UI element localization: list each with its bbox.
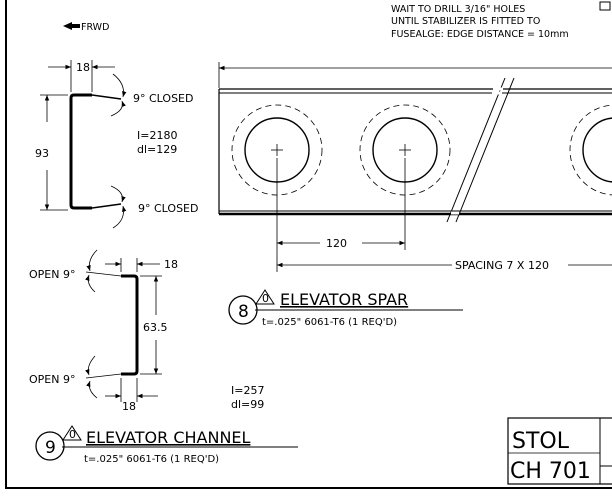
channel-section [85, 249, 162, 402]
part-8-label [228, 289, 463, 325]
forward-label: FRWD [81, 22, 109, 33]
hole-spacing-dim: 120 [326, 237, 347, 250]
channel-flange-top-dim: 18 [164, 258, 178, 271]
drill-note-line-2: UNTIL STABILIZER IS FITTED TO [391, 16, 540, 27]
drill-note-line-3: FUSEALGE: EDGE DISTANCE = 10mm [391, 29, 569, 40]
channel-height-dim: 63.5 [143, 321, 168, 334]
part-9-title: ELEVATOR CHANNEL [86, 428, 251, 447]
title-block [507, 417, 612, 485]
part-8-revision: 0 [262, 292, 269, 305]
part-9-label [35, 425, 298, 461]
title-block-line-2: CH 701 [510, 459, 591, 484]
part-8-spec: t=.025" 6061-T6 (1 REQ'D) [262, 317, 397, 328]
spar-height-dim: 93 [35, 147, 49, 160]
sheet-border [5, 0, 612, 489]
lightening-hole-3 [569, 104, 612, 196]
part-9-spec: t=.025" 6061-T6 (1 REQ'D) [84, 454, 219, 465]
spar-view [218, 62, 612, 223]
part-9-number: 9 [45, 438, 56, 458]
drill-note: WAIT TO DRILL 3/16" HOLES UNTIL STABILIZ… [391, 4, 569, 40]
hole-spacing-dims [276, 158, 612, 272]
channel-inertia: I=257 [231, 384, 264, 397]
spacing-label: SPACING 7 X 120 [455, 259, 549, 272]
spar-section [40, 60, 127, 229]
spar-dl: dl=129 [137, 143, 177, 156]
part-9-revision: 0 [69, 428, 76, 441]
spar-closed-bottom: 9° CLOSED [138, 202, 198, 215]
forward-arrow: FRWD [63, 22, 109, 33]
channel-open-top: OPEN 9° [29, 268, 75, 281]
title-block-line-1: STOL [512, 429, 570, 454]
drill-note-line-1: WAIT TO DRILL 3/16" HOLES [391, 4, 525, 15]
part-8-number: 8 [238, 302, 249, 322]
revision-box-icon [599, 1, 611, 11]
spar-closed-top: 9° CLOSED [133, 92, 193, 105]
channel-flange-bottom-dim: 18 [122, 400, 136, 413]
channel-open-bottom: OPEN 9° [29, 373, 75, 386]
spar-flange-dim: 18 [76, 61, 90, 74]
part-8-title: ELEVATOR SPAR [280, 290, 408, 309]
channel-dl: dl=99 [231, 398, 264, 411]
spar-inertia: I=2180 [137, 129, 177, 142]
